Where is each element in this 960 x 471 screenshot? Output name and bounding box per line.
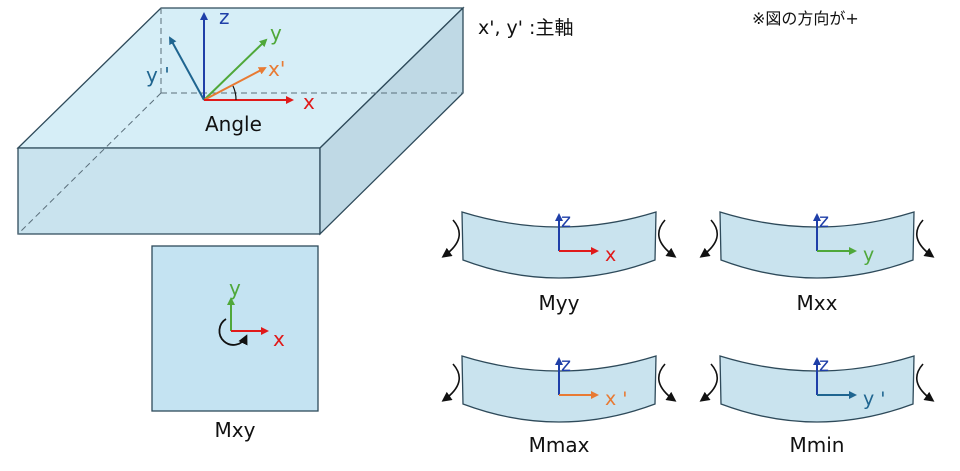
beam-h-label: x ' xyxy=(605,388,628,410)
beam-caption: Mmax xyxy=(529,433,590,457)
left-moment-arrow xyxy=(441,219,461,258)
beam-h-label: y ' xyxy=(863,388,886,410)
mxy-moment-arrow xyxy=(218,318,248,346)
beam-z-label: z xyxy=(561,210,571,232)
angle-arc xyxy=(232,85,237,101)
left-moment-arrow xyxy=(699,219,719,258)
mxy-x-label: x xyxy=(273,327,285,351)
left-moment-arrow xyxy=(441,363,461,402)
left-moment-arrow xyxy=(699,363,719,402)
right-moment-arrow xyxy=(915,219,935,258)
beam-z-label: z xyxy=(819,354,829,376)
z-axis-label: z xyxy=(219,5,230,29)
mxy-caption: Mxy xyxy=(215,418,256,442)
x-prime-axis-arrow xyxy=(203,67,267,101)
y-prime-axis-label: y ' xyxy=(146,63,170,87)
y-axis-label: y xyxy=(270,21,282,45)
principal-axes-note: x', y' :主軸 xyxy=(478,17,573,39)
beam-mmin: z y ' Mmin xyxy=(699,354,935,457)
beam-caption: Myy xyxy=(539,291,580,315)
x-axis-label: x xyxy=(303,90,315,114)
beam-h-label: x xyxy=(605,244,616,266)
y-prime-axis-arrow xyxy=(169,36,205,101)
plate-3d-box: z y x' y ' x Angle xyxy=(16,5,465,236)
direction-note: ※図の方向が+ xyxy=(752,9,859,28)
beam-z-label: z xyxy=(561,354,571,376)
mxy-panel: y x Mxy xyxy=(151,245,319,442)
mxy-square xyxy=(151,245,319,412)
right-moment-arrow xyxy=(657,219,677,258)
angle-label: Angle xyxy=(205,112,262,136)
box-front-face xyxy=(17,147,321,235)
mxy-y-label: y xyxy=(229,276,241,300)
x-prime-axis-label: x' xyxy=(268,57,285,81)
right-moment-arrow xyxy=(915,363,935,402)
beam-caption: Mxx xyxy=(797,291,838,315)
y-axis-arrow xyxy=(203,38,268,101)
beam-z-label: z xyxy=(819,210,829,232)
beam-mmax: z x ' Mmax xyxy=(441,354,677,457)
beam-caption: Mmin xyxy=(790,433,845,457)
beam-h-label: y xyxy=(863,244,874,266)
right-moment-arrow xyxy=(657,363,677,402)
